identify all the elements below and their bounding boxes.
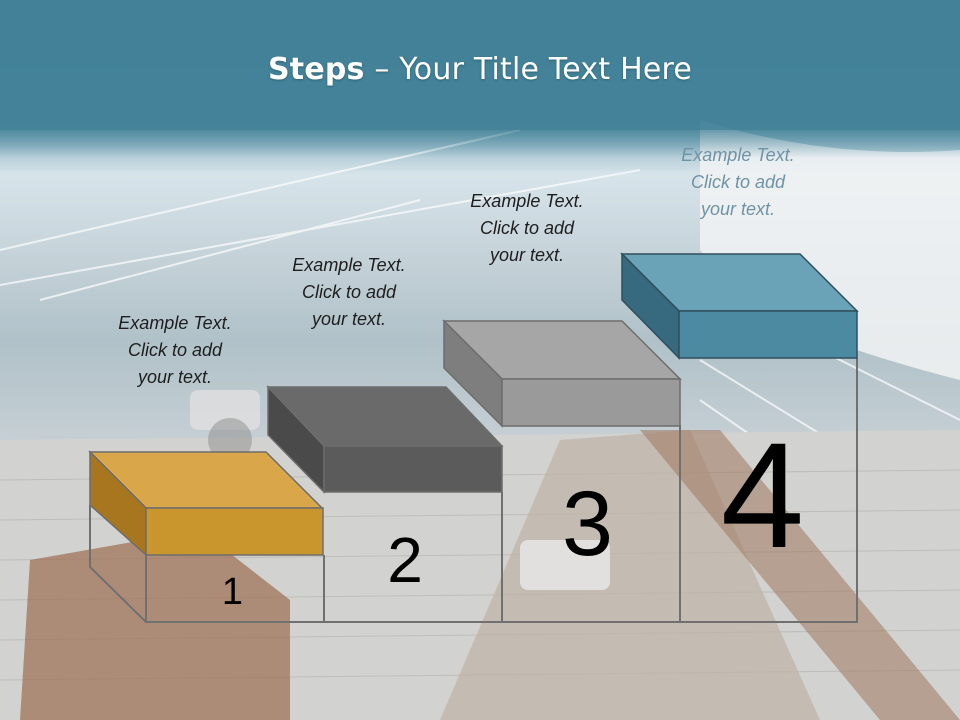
step-2-caption-line-2: Click to add xyxy=(301,282,397,302)
step-3-caption-line-2: Click to add xyxy=(479,218,575,238)
step-4-caption-line-3: your text. xyxy=(700,199,776,219)
title-bold: Steps xyxy=(267,52,365,87)
step-1-caption-line-2: Click to add xyxy=(127,340,223,360)
step-4-caption[interactable]: Example Text. Click to add your text. xyxy=(648,142,828,223)
step-2-number: 2 xyxy=(387,524,423,596)
step-1-caption-line-3: your text. xyxy=(137,367,213,387)
step-1-number: 1 xyxy=(221,571,244,613)
steps-frame xyxy=(89,358,858,623)
step-3-caption-line-1: Example Text. xyxy=(470,191,584,211)
step-1-caption-line-1: Example Text. xyxy=(118,313,232,333)
step-3-caption-line-3: your text. xyxy=(489,245,565,265)
step-2-block[interactable] xyxy=(266,385,504,494)
title-rest: – Your Title Text Here xyxy=(364,52,693,87)
step-4-block[interactable] xyxy=(620,252,859,360)
step-3-caption[interactable]: Example Text. Click to add your text. xyxy=(437,188,617,269)
page-title[interactable]: Steps – Your Title Text Here xyxy=(0,52,960,87)
step-4-caption-line-2: Click to add xyxy=(690,172,786,192)
step-2-caption-line-3: your text. xyxy=(311,309,387,329)
step-1-caption[interactable]: Example Text. Click to add your text. xyxy=(85,310,265,391)
step-3-block[interactable] xyxy=(442,319,682,428)
step-4-number: 4 xyxy=(720,411,805,579)
step-1-block[interactable] xyxy=(88,450,324,557)
step-3-number: 3 xyxy=(561,473,614,575)
step-4-caption-line-1: Example Text. xyxy=(681,145,795,165)
step-2-caption-line-1: Example Text. xyxy=(292,255,406,275)
step-2-caption[interactable]: Example Text. Click to add your text. xyxy=(259,252,439,333)
